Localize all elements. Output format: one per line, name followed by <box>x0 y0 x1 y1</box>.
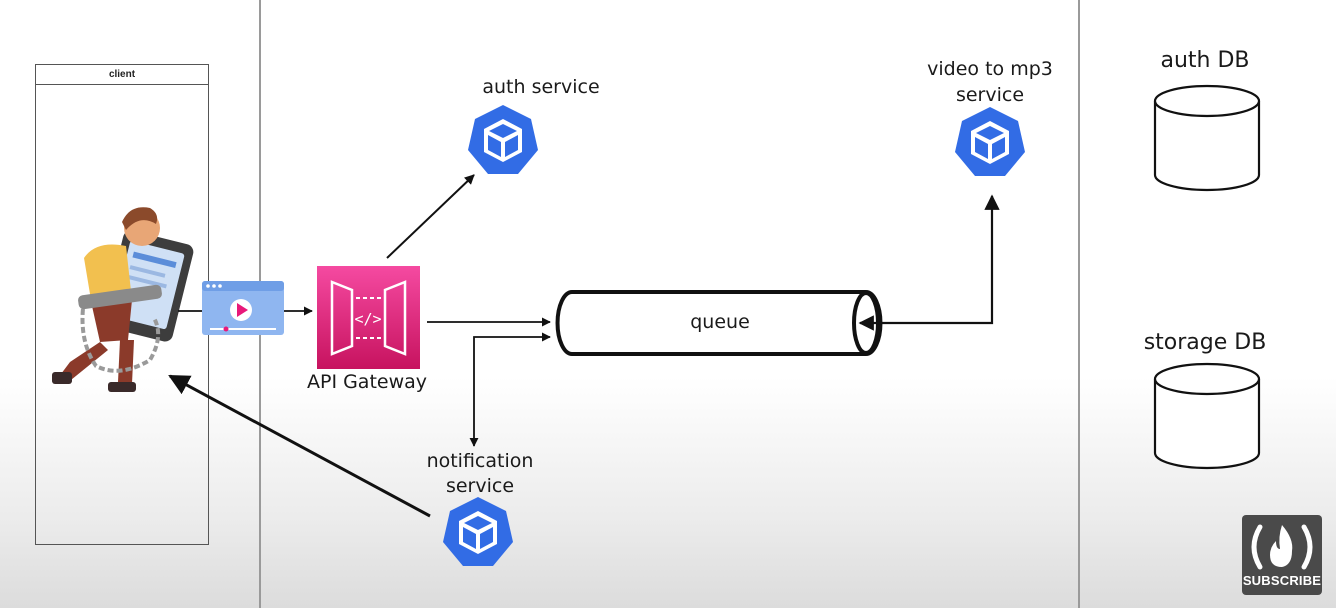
chained-user-illustration <box>52 207 194 392</box>
video-player-icon <box>202 281 284 335</box>
arrow-gateway-to-auth <box>386 174 475 259</box>
auth-service-label: auth service <box>482 76 600 98</box>
fire-icon <box>1251 524 1313 570</box>
client-title: client <box>36 65 208 85</box>
converter-service-icon <box>955 107 1025 176</box>
auth-service-icon <box>468 105 538 174</box>
arrow-queue-converter <box>858 194 1000 331</box>
arrow-notification-queue <box>469 332 551 447</box>
api-gateway-icon: </> <box>317 266 420 369</box>
subscribe-badge[interactable]: SUBSCRIBE <box>1242 515 1322 595</box>
gateway-label: API Gateway <box>306 371 428 393</box>
subscribe-label[interactable]: SUBSCRIBE <box>1242 573 1322 588</box>
notification-service-label-line1: notification <box>426 450 534 472</box>
svg-text:</>: </> <box>354 310 381 328</box>
arrow-notification-to-client <box>168 374 431 518</box>
converter-service-label-line1: video to mp3 <box>927 58 1053 80</box>
divider-right <box>1078 0 1080 608</box>
auth-db-icon <box>1153 84 1261 192</box>
storage-db-label: storage DB <box>1143 330 1267 355</box>
notification-service-icon <box>443 497 513 566</box>
storage-db-icon <box>1153 362 1261 470</box>
notification-service-label-line2: service <box>445 475 515 497</box>
converter-service-label-line2: service <box>955 84 1025 106</box>
auth-db-label: auth DB <box>1160 48 1250 73</box>
queue-label: queue <box>690 311 750 333</box>
